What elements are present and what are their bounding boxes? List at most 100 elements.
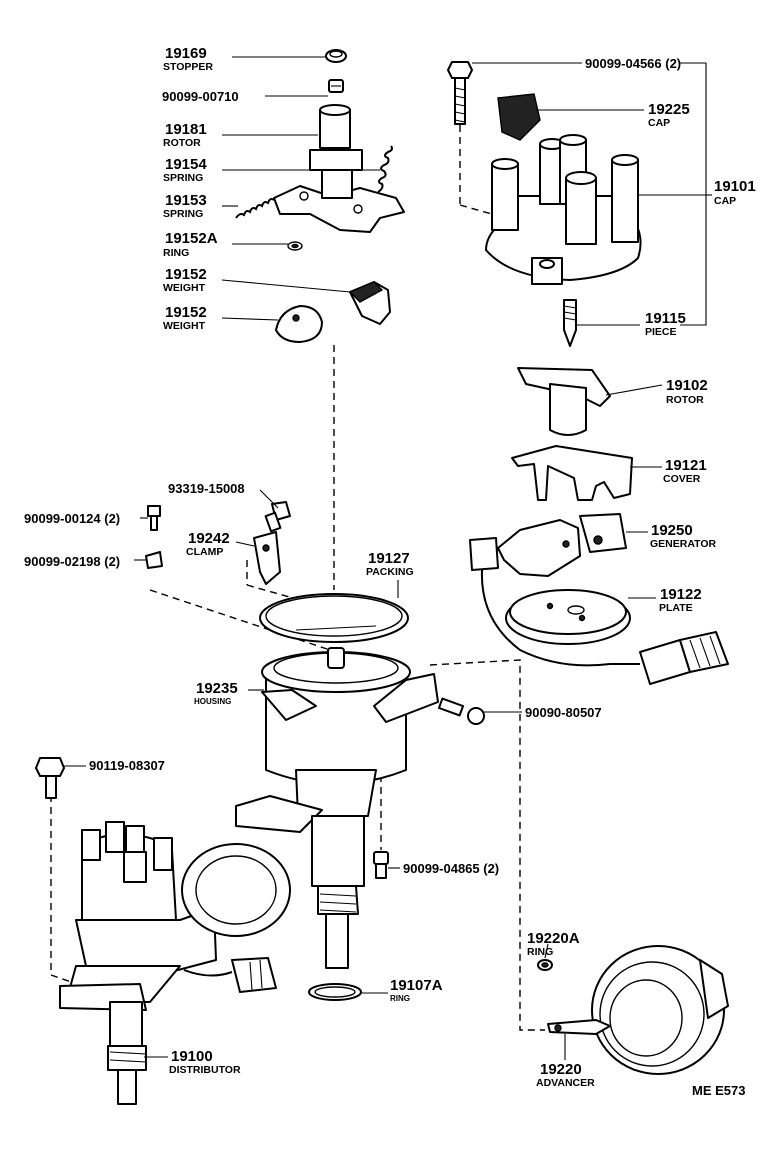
callout-19235: 19235 HOUSING — [194, 680, 238, 706]
callout-19181: 19181 ROTOR — [163, 121, 207, 149]
callout-19220a: 19220A RING — [527, 930, 580, 958]
ring-19107a-part — [308, 983, 362, 1001]
generator-19250-part — [469, 513, 640, 667]
callout-number: 19152A — [165, 230, 218, 247]
callout-19122: 19122 PLATE — [659, 586, 702, 614]
callout-number: 19152 — [165, 304, 207, 321]
callout-number: 19121 — [665, 457, 707, 474]
callout-name: CAP — [648, 117, 670, 129]
callout-name: RING — [390, 994, 410, 1003]
callout-number: 90099-02198 (2) — [24, 554, 120, 569]
callout-number: 90099-04865 (2) — [403, 861, 499, 876]
cap-group-bracket — [680, 62, 707, 326]
callout-number: 90099-04566 (2) — [585, 56, 681, 71]
callout-number: 90119-08307 — [89, 758, 165, 773]
callout-19115: 19115 PIECE — [645, 310, 686, 338]
callout-90099-00124: 90099-00124 (2) — [24, 511, 120, 526]
distributor-assembly-part — [59, 821, 291, 1105]
governor-rotor-part — [273, 104, 405, 233]
callout-19225: 19225 CAP — [648, 101, 690, 129]
ring-19152a-part — [287, 241, 303, 251]
stopper-part — [325, 49, 347, 63]
callout-name: PIECE — [645, 326, 677, 338]
callout-number: 19107A — [390, 977, 443, 994]
callout-name: DISTRIBUTOR — [169, 1064, 241, 1076]
callout-name: WEIGHT — [163, 320, 206, 332]
callout-19102: 19102 ROTOR — [666, 377, 708, 406]
figure-code: ME E573 — [692, 1083, 745, 1098]
callout-19152-upper: 19152 WEIGHT — [163, 266, 207, 294]
callout-name: ROTOR — [666, 394, 704, 406]
callout-19250: 19250 GENERATOR — [650, 522, 717, 550]
callout-number: 19100 — [171, 1048, 213, 1065]
plate-19122-part — [505, 589, 631, 645]
callout-name: WEIGHT — [163, 282, 206, 294]
callout-19127: 19127 PACKING — [366, 550, 414, 578]
callout-19242: 19242 CLAMP — [186, 530, 230, 558]
bolt-90119-08307 — [35, 757, 65, 799]
callout-name: PACKING — [366, 566, 414, 578]
callout-19169: 19169 STOPPER — [163, 45, 213, 73]
callout-19152-lower: 19152 WEIGHT — [163, 304, 207, 332]
callout-19107a: 19107A RING — [390, 977, 443, 1003]
clip-90099-02198 — [145, 551, 163, 569]
callout-number: 19220 — [540, 1061, 582, 1078]
callout-19154: 19154 SPRING — [163, 156, 207, 184]
weight-upper-part — [348, 281, 391, 325]
callout-name: RING — [163, 247, 189, 259]
callout-name: ROTOR — [163, 137, 201, 149]
callout-number: 19250 — [651, 522, 693, 539]
callout-number: 19101 — [714, 178, 756, 195]
small-screw-93319 — [264, 501, 291, 533]
callout-19152a: 19152A RING — [163, 230, 218, 259]
callout-90099-04865: 90099-04865 (2) — [403, 861, 499, 876]
callout-name: COVER — [663, 473, 701, 485]
cap-piece-part — [563, 299, 577, 347]
callout-19220: 19220 ADVANCER — [536, 1061, 595, 1089]
screw-90099-04865 — [373, 851, 389, 879]
weight-lower-part — [275, 305, 323, 343]
callout-number: 19115 — [645, 310, 686, 327]
callout-name: SPRING — [163, 172, 203, 184]
callout-number: 19235 — [196, 680, 238, 697]
callout-number: 19242 — [188, 530, 230, 547]
callout-number: 19127 — [368, 550, 410, 567]
callout-number: 19181 — [165, 121, 207, 138]
callout-93319-15008: 93319-15008 — [168, 481, 245, 496]
callout-number: 19102 — [666, 377, 708, 394]
callout-name: CAP — [714, 195, 736, 207]
callout-19100: 19100 DISTRIBUTOR — [169, 1048, 241, 1076]
bolt-90099-00124 — [147, 505, 161, 531]
callout-90099-04566: 90099-04566 (2) — [585, 56, 681, 71]
callout-number: 19154 — [165, 156, 207, 173]
screw-part — [328, 79, 344, 93]
callout-90090-80507: 90090-80507 — [525, 705, 602, 720]
callout-name: RING — [527, 946, 553, 958]
cover-19121-part — [511, 445, 633, 501]
callout-name: GENERATOR — [650, 538, 717, 550]
callout-name: ADVANCER — [536, 1077, 595, 1089]
callout-name: HOUSING — [194, 697, 231, 706]
callout-number: 19169 — [165, 45, 207, 62]
callout-90119-08307: 90119-08307 — [89, 758, 165, 773]
callout-90099-00710: 90099-00710 — [162, 89, 239, 104]
callout-number: 90090-80507 — [525, 705, 602, 720]
callout-name: SPRING — [163, 208, 203, 220]
spring-19154-part — [377, 145, 393, 193]
callout-name: CLAMP — [186, 546, 223, 558]
spring-19153-part — [235, 198, 275, 219]
callout-number: 90099-00124 (2) — [24, 511, 120, 526]
ring-19220a-part — [537, 959, 553, 971]
callout-19101: 19101 CAP — [714, 178, 756, 207]
rotor-19102-part — [517, 367, 611, 436]
connector-part — [639, 631, 729, 685]
packing-part — [259, 593, 409, 643]
callout-number: 19220A — [527, 930, 580, 947]
leader-lines — [64, 56, 706, 1060]
advancer-part — [547, 945, 729, 1075]
distributor-cap-part — [485, 134, 642, 285]
callout-number: 19225 — [648, 101, 690, 118]
small-cap-part — [497, 93, 541, 141]
callout-name: PLATE — [659, 602, 693, 614]
